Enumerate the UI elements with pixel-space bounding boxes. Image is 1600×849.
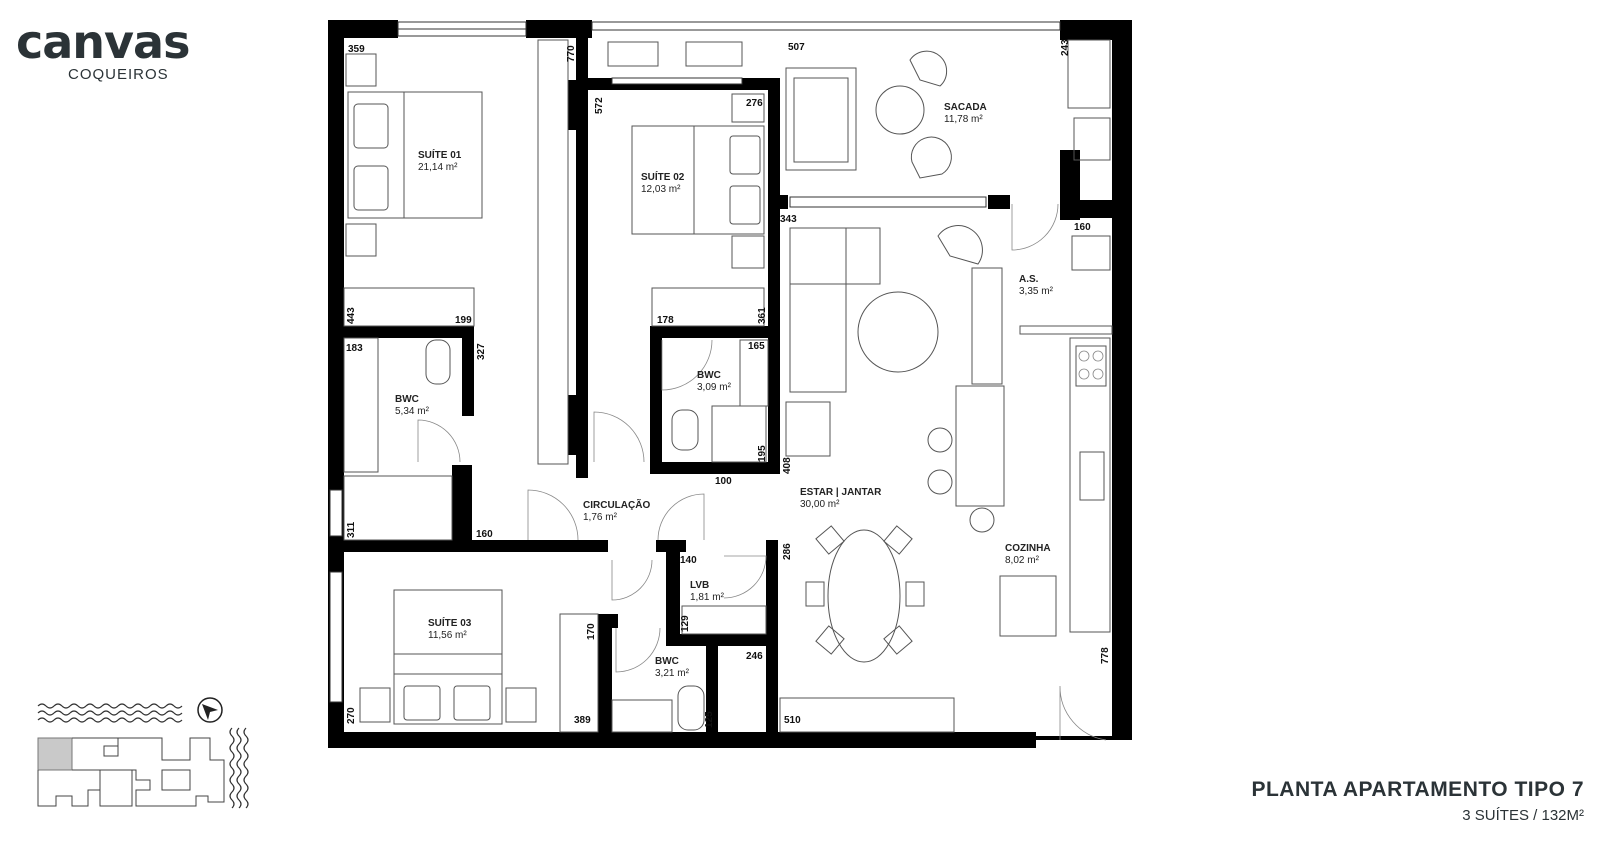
dimension-labels: 359 770 507 243 572 276 343 160 443 199 … <box>346 39 1111 728</box>
brand-name: canvas <box>16 15 190 69</box>
dim-140: 140 <box>680 555 697 566</box>
room-name-lvb: LVB <box>690 580 709 591</box>
dim-125: 125 <box>704 711 715 728</box>
brand-subtitle: COQUEIROS <box>68 66 169 83</box>
dim-165: 165 <box>748 341 765 352</box>
furniture <box>343 39 1113 741</box>
windows <box>329 21 1061 703</box>
room-name-circulacao: CIRCULAÇÃO <box>583 498 650 511</box>
dim-408: 408 <box>782 457 793 474</box>
brand-logo: canvas COQUEIROS <box>16 15 190 83</box>
walls <box>328 20 1132 748</box>
dim-359: 359 <box>348 44 365 55</box>
room-name-bwc3: BWC <box>655 656 679 667</box>
room-area-bwc1: 5,34 m² <box>395 406 430 417</box>
dim-195: 195 <box>757 445 768 462</box>
dim-327: 327 <box>476 343 487 360</box>
room-name-suite03: SUÍTE 03 <box>428 616 472 629</box>
room-name-estar-jantar: ESTAR | JANTAR <box>800 487 882 498</box>
dim-507: 507 <box>788 42 805 53</box>
dim-160-as: 160 <box>1074 222 1091 233</box>
plan-title: PLANTA APARTAMENTO TIPO 7 <box>1251 778 1584 801</box>
dim-160-circ: 160 <box>476 529 493 540</box>
dim-178: 178 <box>657 315 674 326</box>
north-arrow-icon <box>202 704 218 720</box>
room-name-sacada: SACADA <box>944 102 987 113</box>
room-area-bwc3: 3,21 m² <box>655 668 690 679</box>
room-area-sacada: 11,78 m² <box>944 114 983 125</box>
room-name-cozinha: COZINHA <box>1005 543 1051 554</box>
wave-lines <box>37 703 249 809</box>
room-area-suite01: 21,14 m² <box>418 162 458 173</box>
room-area-suite03: 11,56 m² <box>428 630 467 641</box>
site-outline <box>37 737 225 807</box>
plan-title-block: PLANTA APARTAMENTO TIPO 7 3 SUÍTES / 132… <box>1251 778 1584 824</box>
dim-443: 443 <box>346 307 357 324</box>
room-area-bwc2: 3,09 m² <box>697 382 732 393</box>
north-compass-icon <box>197 697 223 723</box>
dim-270: 270 <box>346 707 357 724</box>
room-name-bwc2: BWC <box>697 370 721 381</box>
dim-246: 246 <box>746 651 763 662</box>
dim-100: 100 <box>715 476 732 487</box>
dim-286: 286 <box>782 543 793 560</box>
plan-subtitle: 3 SUÍTES / 132M² <box>1462 807 1584 824</box>
room-area-as: 3,35 m² <box>1019 286 1054 297</box>
room-name-bwc1: BWC <box>395 394 419 405</box>
dim-343: 343 <box>780 214 797 225</box>
dim-510: 510 <box>784 715 801 726</box>
dim-389: 389 <box>574 715 591 726</box>
dim-276: 276 <box>746 98 763 109</box>
room-name-suite02: SUÍTE 02 <box>641 170 685 183</box>
dim-361: 361 <box>757 307 768 324</box>
room-area-lvb: 1,81 m² <box>690 592 725 603</box>
room-name-as: A.S. <box>1019 274 1039 285</box>
dim-129: 129 <box>680 615 691 632</box>
key-plan <box>37 697 249 809</box>
room-area-suite02: 12,03 m² <box>641 184 681 195</box>
room-area-cozinha: 8,02 m² <box>1005 555 1040 566</box>
dim-770: 770 <box>566 45 577 62</box>
dim-170: 170 <box>586 623 597 640</box>
dim-311: 311 <box>346 521 357 538</box>
dim-243: 243 <box>1060 39 1071 56</box>
room-area-circulacao: 1,76 m² <box>583 512 618 523</box>
room-area-estar-jantar: 30,00 m² <box>800 499 840 510</box>
room-labels: SUÍTE 01 21,14 m² SUÍTE 02 12,03 m² SACA… <box>395 102 1054 679</box>
dim-199: 199 <box>455 315 472 326</box>
dim-778: 778 <box>1100 647 1111 664</box>
dim-572: 572 <box>594 97 605 114</box>
dim-183: 183 <box>346 343 363 354</box>
room-name-suite01: SUÍTE 01 <box>418 148 462 161</box>
